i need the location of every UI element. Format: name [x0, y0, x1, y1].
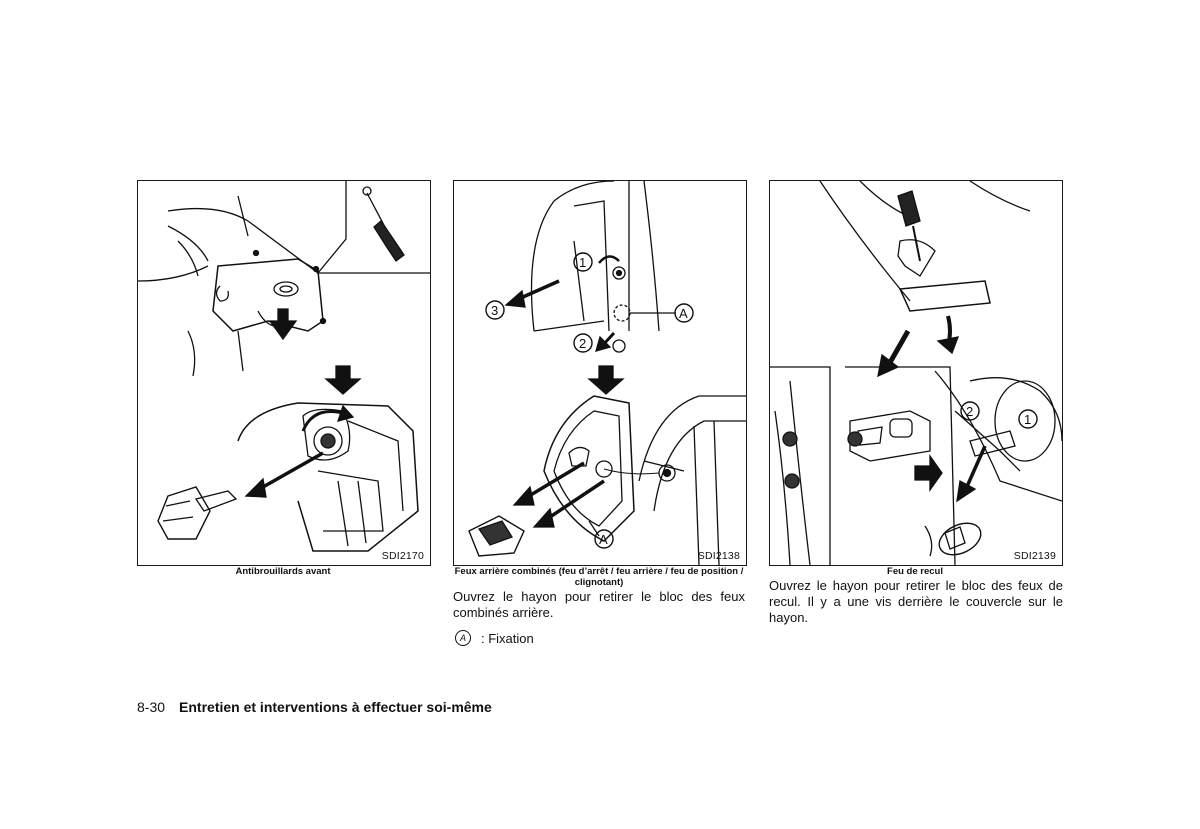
reverse-lamp-illustration: 2 1 [770, 181, 1062, 565]
figure-caption-fog-lights: Antibrouillards avant [235, 566, 331, 577]
figure-caption-reverse-lamp: Feu de recul [887, 566, 943, 577]
page-number: 8-30 [137, 699, 166, 715]
callout-1-text: 1 [1024, 412, 1031, 427]
legend-text: : Fixation [481, 630, 534, 646]
figure-caption-rear-combination-lamps: Feux arrière combinés (feu d’arrêt / feu… [454, 566, 744, 588]
callout-1-text: 1 [579, 255, 586, 270]
rear-lamp-illustration: 1 3 A 2 [468, 181, 746, 565]
instruction-rear-combination-lamps: Ouvrez le hayon pour retirer le bloc des… [453, 589, 745, 620]
callout-a-lower-text: A [599, 532, 608, 547]
page-footer: 8-30 Entretien et interventions à effect… [137, 699, 492, 715]
instruction-reverse-lamp: Ouvrez le hayon pour retirer le bloc des… [769, 578, 1063, 625]
callout-2-text: 2 [579, 336, 586, 351]
figure-rear-combination-lamps: 1 3 A 2 [453, 180, 747, 566]
figure-reverse-lamp: 2 1 SDI2139 [769, 180, 1063, 566]
legend-symbol-a: A [455, 630, 471, 646]
callout-2-text: 2 [966, 404, 973, 419]
callout-a-text: A [679, 306, 688, 321]
figure-fog-lights: SDI2170 [137, 180, 431, 566]
figure-code: SDI2139 [1013, 550, 1056, 562]
fog-light-illustration [138, 181, 430, 552]
callout-3-text: 3 [491, 303, 498, 318]
figure-code: SDI2138 [697, 550, 740, 562]
legend-fixation: A : Fixation [455, 630, 534, 646]
section-title: Entretien et interventions à effectuer s… [179, 699, 492, 715]
figure-code: SDI2170 [381, 550, 424, 562]
